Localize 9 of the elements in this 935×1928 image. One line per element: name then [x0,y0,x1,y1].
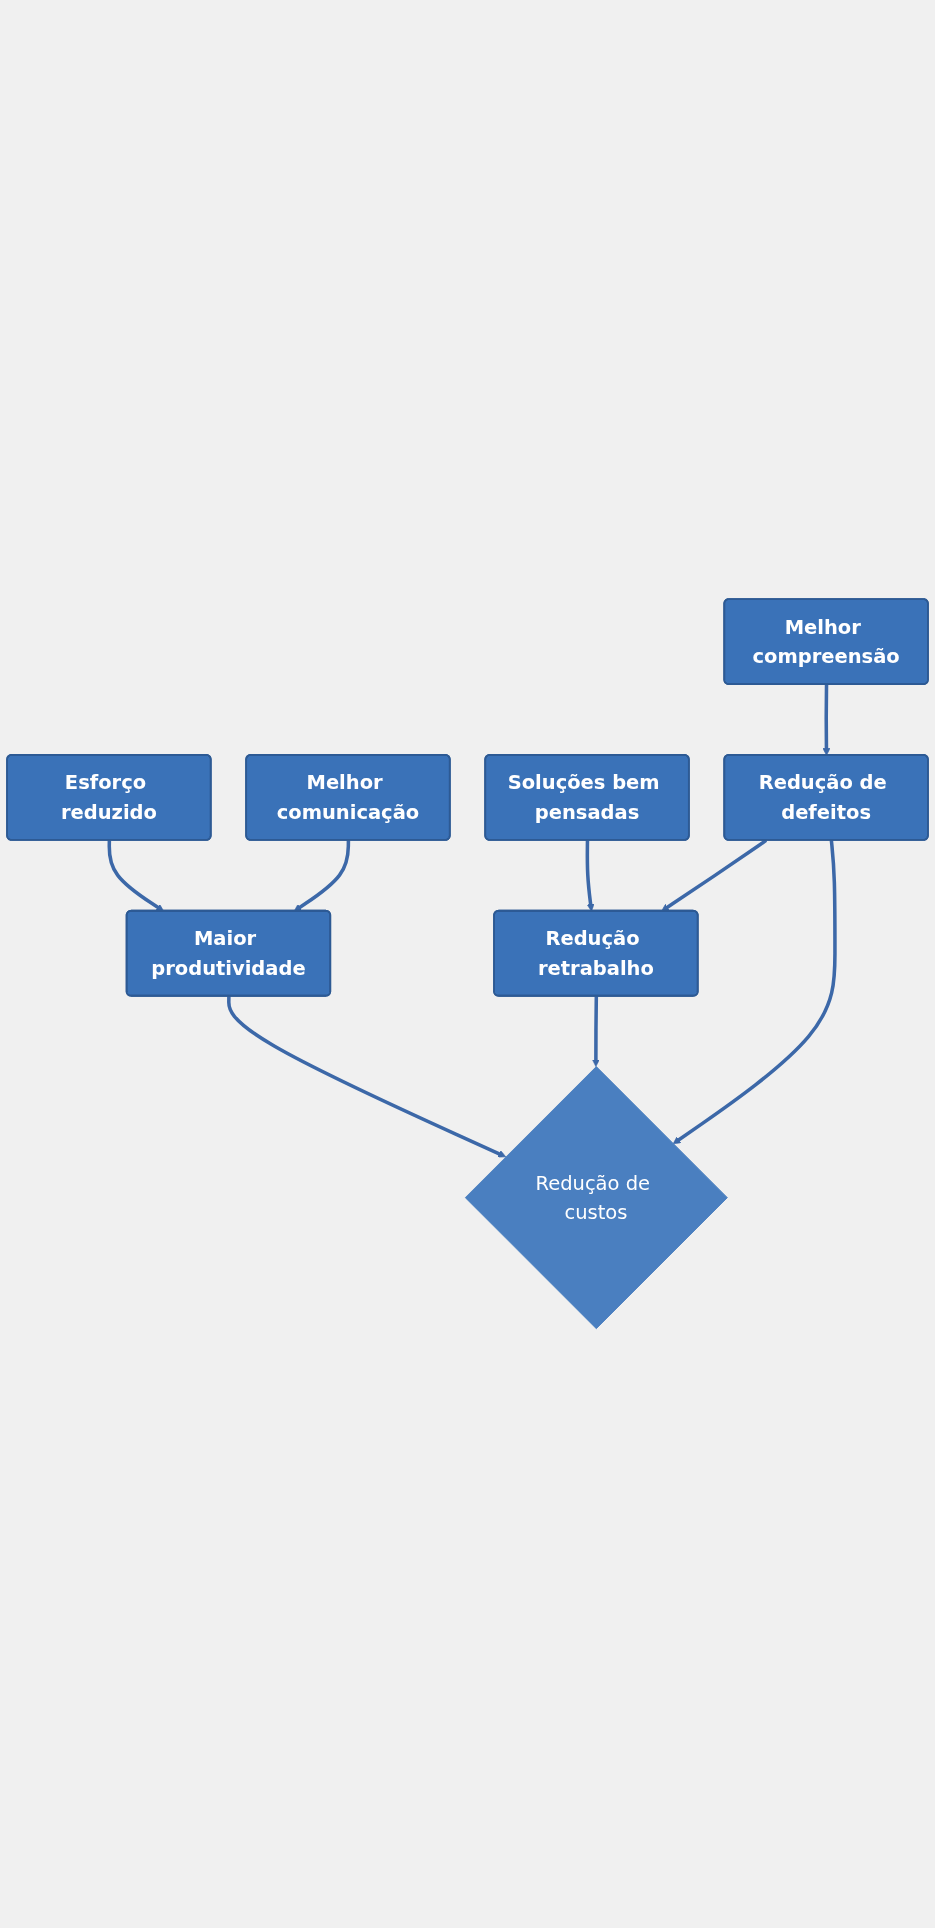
arrow [592,996,600,1068]
arrow [293,840,351,912]
arrow [661,839,768,912]
arrow [672,840,837,1145]
arrow [585,840,595,912]
arrow [822,684,831,756]
arrow [107,840,165,912]
node-diamond: Redução de custos [464,1066,728,1330]
arrow [227,996,507,1158]
